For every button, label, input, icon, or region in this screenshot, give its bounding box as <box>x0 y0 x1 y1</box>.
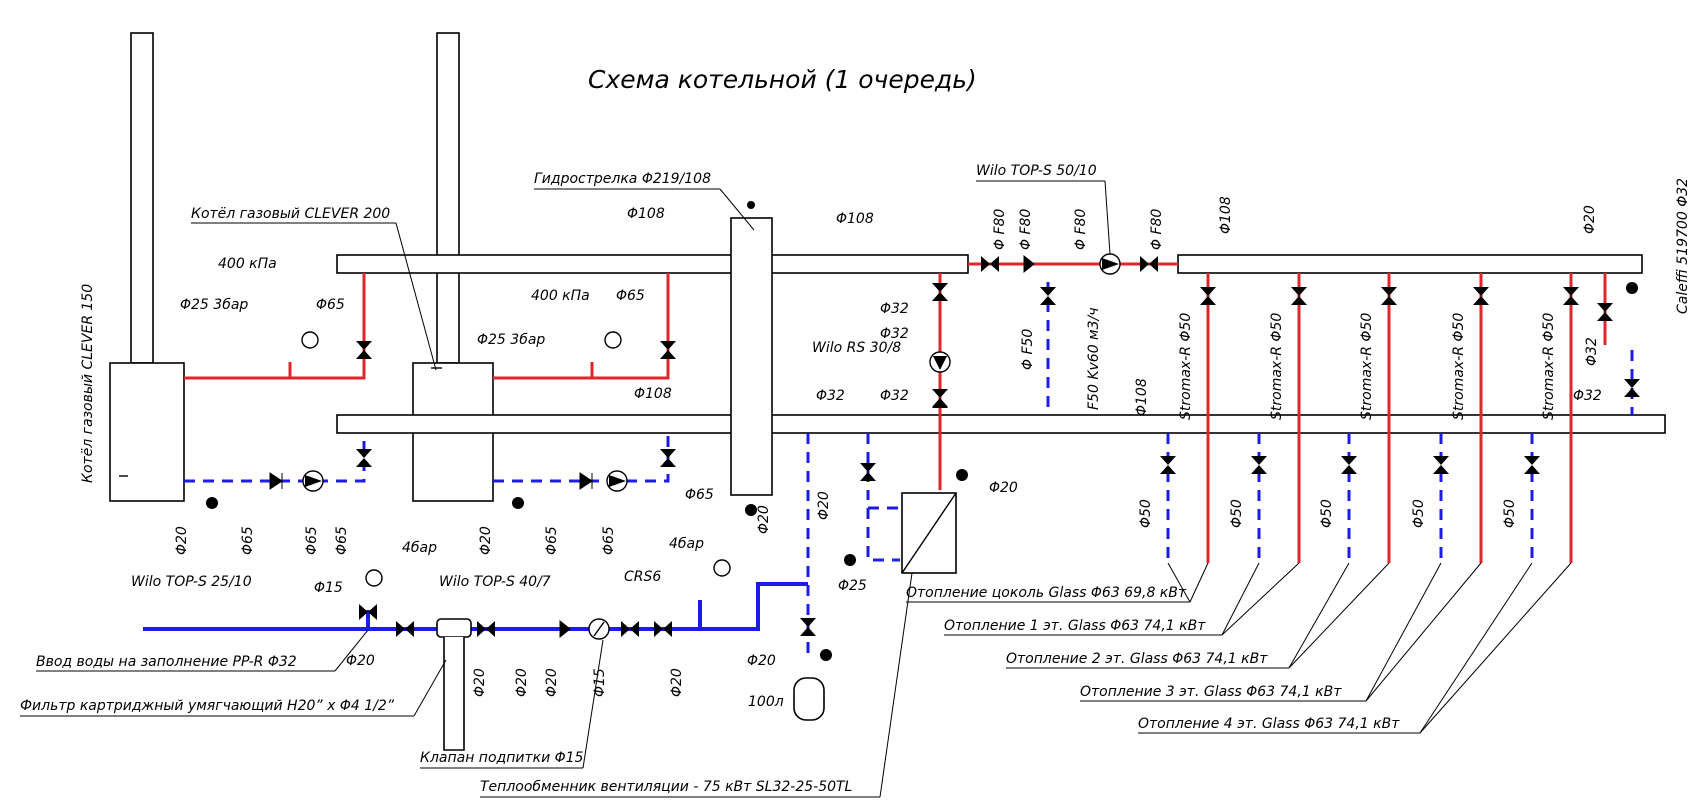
heat-exchanger <box>901 492 957 574</box>
svg-text:Φ15: Φ15 <box>314 580 343 596</box>
svg-text:Φ50: Φ50 <box>1229 499 1245 528</box>
svg-text:Φ20: Φ20 <box>669 668 685 697</box>
label-pump-top-50: Wilo TOP-S 50/10 <box>976 163 1097 179</box>
svg-text:Φ20: Φ20 <box>514 668 530 697</box>
svg-text:Φ65: Φ65 <box>616 288 645 304</box>
pumps <box>269 253 1121 640</box>
label-makeup-valve: Клапан подпитки Φ15 <box>420 750 584 766</box>
label-filter: Фильтр картриджный умягчающий H20” x Φ4 … <box>20 698 395 714</box>
label-3bar-1: Φ25 3бар <box>180 297 248 313</box>
svg-text:Φ F50: Φ F50 <box>1020 329 1036 370</box>
label-4bar-2: 4бар <box>669 536 704 552</box>
svg-text:Φ108: Φ108 <box>627 206 665 222</box>
svg-text:Φ F80: Φ F80 <box>1018 209 1034 250</box>
supply-header-left <box>336 254 969 274</box>
svg-text:Φ F80: Φ F80 <box>1073 209 1089 250</box>
svg-text:Отопление цоколь Glass Φ63 69,: Отопление цоколь Glass Φ63 69,8 кВт <box>906 585 1187 601</box>
svg-text:Φ32: Φ32 <box>1584 337 1600 366</box>
svg-text:Φ65: Φ65 <box>685 487 714 503</box>
label-400kpa-2: 400 кПа <box>531 288 590 304</box>
svg-text:Φ108: Φ108 <box>634 386 672 402</box>
label-3bar-2: Φ25 3бар <box>477 332 545 348</box>
svg-text:Отопление 4 эт. Glass Φ63 74,1: Отопление 4 эт. Glass Φ63 74,1 кВт <box>1138 716 1400 732</box>
svg-text:Отопление 2 эт. Glass Φ63 74,1: Отопление 2 эт. Glass Φ63 74,1 кВт <box>1006 651 1268 667</box>
boiler-1 <box>109 32 185 502</box>
svg-text:Φ50: Φ50 <box>1319 499 1335 528</box>
diameter-labels: Φ108 Φ108 Φ108 Φ65 Φ65 Φ65 Φ32 Φ32 Φ32 Φ… <box>174 196 1602 697</box>
return-header-left <box>336 414 1666 434</box>
svg-text:Φ20: Φ20 <box>174 526 190 555</box>
svg-text:Φ108: Φ108 <box>1134 378 1150 416</box>
scheme-title: Схема котельной (1 очередь) <box>588 65 977 94</box>
svg-text:Φ32: Φ32 <box>1573 388 1602 404</box>
svg-text:Φ20: Φ20 <box>478 526 494 555</box>
label-caleffi: Caleffi 519700 Φ32 <box>1675 178 1691 314</box>
svg-text:Φ20: Φ20 <box>756 505 772 534</box>
label-boiler-150: Котёл газовый CLEVER 150 <box>80 284 96 483</box>
svg-text:Φ32: Φ32 <box>816 388 845 404</box>
svg-text:Φ20: Φ20 <box>816 491 832 520</box>
filter-cartridge <box>436 618 472 751</box>
svg-text:Stromax-R Φ50: Stromax-R Φ50 <box>1451 313 1467 420</box>
svg-text:Φ20: Φ20 <box>346 653 375 669</box>
svg-text:Φ32: Φ32 <box>880 301 909 317</box>
svg-text:Отопление 1 эт. Glass Φ63 74,1: Отопление 1 эт. Glass Φ63 74,1 кВт <box>944 618 1206 634</box>
svg-text:Stromax-R Φ50: Stromax-R Φ50 <box>1359 313 1375 420</box>
label-pump-rs: Wilo RS 30/8 <box>812 340 901 356</box>
label-hydro-separator: Гидрострелка Φ219/108 <box>534 171 711 187</box>
svg-text:Φ25: Φ25 <box>838 578 867 594</box>
label-heat-exchanger: Теплообменник вентиляции - 75 кВт SL32-2… <box>480 779 852 795</box>
svg-text:Φ20: Φ20 <box>989 480 1018 496</box>
gauges <box>206 201 1638 661</box>
svg-text:Φ20: Φ20 <box>544 668 560 697</box>
svg-text:Stromax-R Φ50: Stromax-R Φ50 <box>1269 313 1285 420</box>
svg-text:Φ F80: Φ F80 <box>992 209 1008 250</box>
supply-pipes <box>184 262 1607 563</box>
svg-text:Φ20: Φ20 <box>472 668 488 697</box>
expansion-tank <box>793 677 825 721</box>
label-boiler-200: Котёл газовый CLEVER 200 <box>191 206 390 222</box>
heating-circuits: Отопление цоколь Glass Φ63 69,8 кВт Отоп… <box>906 562 1572 734</box>
label-water-inlet: Ввод воды на заполнение PP-R Φ32 <box>36 654 297 670</box>
hydro-separator <box>730 217 773 496</box>
label-crs6: CRS6 <box>624 569 661 585</box>
svg-text:Φ50: Φ50 <box>1502 499 1518 528</box>
svg-text:Φ108: Φ108 <box>836 211 874 227</box>
svg-text:Φ50: Φ50 <box>1411 499 1427 528</box>
svg-text:Φ65: Φ65 <box>334 526 350 555</box>
svg-text:Φ50: Φ50 <box>1138 499 1154 528</box>
svg-text:Φ20: Φ20 <box>1582 205 1598 234</box>
svg-text:Φ65: Φ65 <box>240 526 256 555</box>
svg-text:Отопление 3 эт. Glass Φ63 74,1: Отопление 3 эт. Glass Φ63 74,1 кВт <box>1080 684 1342 700</box>
svg-text:Φ108: Φ108 <box>1218 196 1234 234</box>
svg-text:Φ F80: Φ F80 <box>1149 209 1165 250</box>
svg-text:Φ20: Φ20 <box>747 653 776 669</box>
supply-header-right <box>1177 254 1643 274</box>
label-pump-top-40: Wilo TOP-S 40/7 <box>439 574 551 590</box>
svg-text:Φ32: Φ32 <box>880 388 909 404</box>
label-tank: 100л <box>748 694 784 710</box>
svg-text:Φ32: Φ32 <box>880 326 909 342</box>
label-4bar-1: 4бар <box>402 540 437 556</box>
svg-text:Stromax-R Φ50: Stromax-R Φ50 <box>1178 313 1194 420</box>
svg-text:Φ65: Φ65 <box>601 526 617 555</box>
svg-text:Φ65: Φ65 <box>304 526 320 555</box>
svg-text:Φ65: Φ65 <box>316 297 345 313</box>
svg-text:Φ15: Φ15 <box>592 668 608 697</box>
label-400kpa-1: 400 кПа <box>218 256 277 272</box>
svg-text:F50 Kv60 м3/ч: F50 Kv60 м3/ч <box>1086 307 1102 410</box>
label-pump-top-25: Wilo TOP-S 25/10 <box>131 574 252 590</box>
svg-text:Stromax-R Φ50: Stromax-R Φ50 <box>1541 313 1557 420</box>
svg-text:Φ65: Φ65 <box>544 526 560 555</box>
